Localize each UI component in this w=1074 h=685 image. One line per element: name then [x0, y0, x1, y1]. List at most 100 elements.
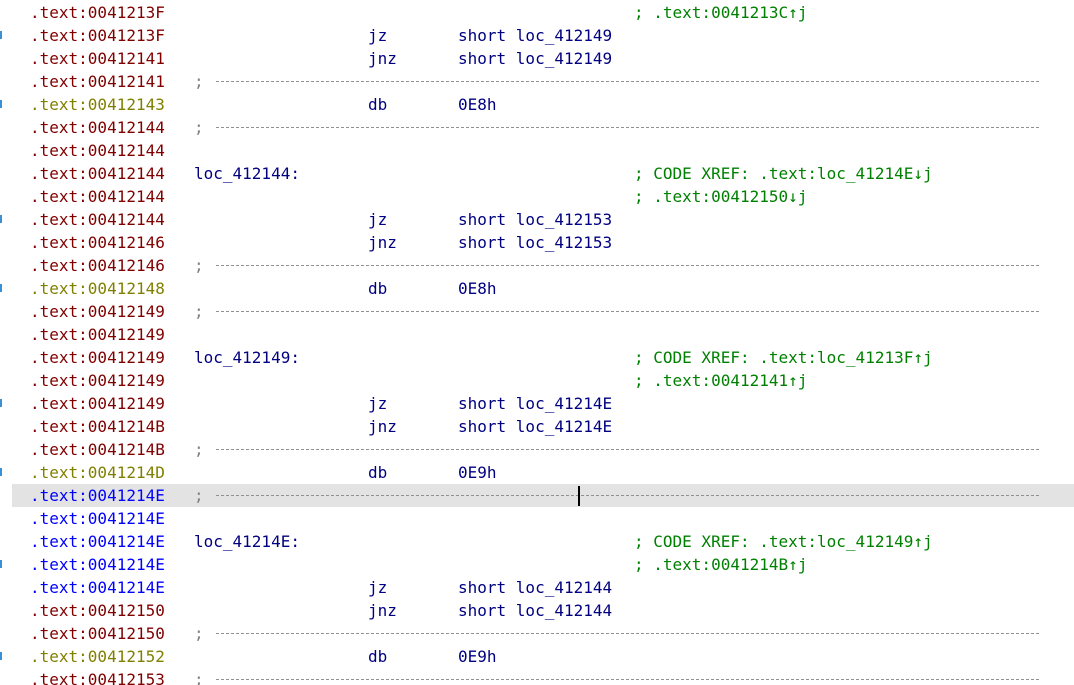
- address[interactable]: .text:00412144: [30, 164, 165, 183]
- listing-line[interactable]: .text:00412149 jz short loc_41214E: [12, 392, 1074, 415]
- address[interactable]: .text:00412143: [30, 95, 165, 114]
- instruction-operand[interactable]: short loc_412153: [458, 233, 613, 252]
- listing-line[interactable]: .text:00412149 loc_412149: ; CODE XREF: .t…: [12, 346, 1074, 369]
- xref-comment[interactable]: ; .text:0041214B↑j: [634, 555, 808, 574]
- address[interactable]: .text:00412149: [30, 325, 165, 344]
- instruction-mnemonic[interactable]: db: [368, 463, 388, 482]
- address[interactable]: .text:00412153: [30, 670, 165, 685]
- listing-line[interactable]: .text:0041214E ; .text:0041214B↑j: [12, 553, 1074, 576]
- code-label[interactable]: loc_41214E:: [194, 532, 300, 551]
- listing-line[interactable]: .text:00412144 jz short loc_412153: [12, 208, 1074, 231]
- instruction-operand[interactable]: short loc_41214E: [458, 394, 613, 413]
- address[interactable]: .text:0041214E: [30, 486, 165, 505]
- xref-comment[interactable]: ; .text:0041213C↑j: [634, 3, 808, 22]
- address[interactable]: .text:0041214B: [30, 417, 165, 436]
- xref-comment[interactable]: ; CODE XREF: .text:loc_41213F↑j: [634, 348, 933, 367]
- address[interactable]: .text:00412148: [30, 279, 165, 298]
- listing-line[interactable]: .text:00412150;: [12, 622, 1074, 645]
- address[interactable]: .text:00412146: [30, 233, 165, 252]
- listing-line[interactable]: .text:00412144;: [12, 116, 1074, 139]
- address[interactable]: .text:0041214E: [30, 532, 165, 551]
- listing-line[interactable]: .text:0041213F ; .text:0041213C↑j: [12, 1, 1074, 24]
- instruction-operand[interactable]: 0E8h: [458, 95, 497, 114]
- address[interactable]: .text:0041214D: [30, 463, 165, 482]
- instruction-mnemonic[interactable]: jz: [368, 578, 388, 597]
- listing-line[interactable]: .text:00412143 db 0E8h: [12, 93, 1074, 116]
- address[interactable]: .text:0041214E: [30, 509, 165, 528]
- listing-line[interactable]: .text:0041213F jz short loc_412149: [12, 24, 1074, 47]
- xref-comment[interactable]: ; CODE XREF: .text:loc_412149↑j: [634, 532, 933, 551]
- address[interactable]: .text:0041213F: [30, 26, 165, 45]
- separator-semicolon: ;: [194, 302, 204, 321]
- instruction-mnemonic[interactable]: jz: [368, 394, 388, 413]
- address[interactable]: .text:00412141: [30, 72, 165, 91]
- listing-line[interactable]: .text:0041214B jnz short loc_41214E: [12, 415, 1074, 438]
- listing-line[interactable]: .text:00412149 ; .text:00412141↑j: [12, 369, 1074, 392]
- listing-line[interactable]: .text:00412146;: [12, 254, 1074, 277]
- address[interactable]: .text:00412144: [30, 210, 165, 229]
- instruction-mnemonic[interactable]: jnz: [368, 601, 397, 620]
- instruction-mnemonic[interactable]: jnz: [368, 417, 397, 436]
- address[interactable]: .text:00412146: [30, 256, 165, 275]
- instruction-operand[interactable]: 0E8h: [458, 279, 497, 298]
- address[interactable]: .text:00412150: [30, 601, 165, 620]
- listing-line[interactable]: .text:00412144 ; .text:00412150↓j: [12, 185, 1074, 208]
- instruction-operand[interactable]: 0E9h: [458, 647, 497, 666]
- address[interactable]: .text:00412149: [30, 394, 165, 413]
- instruction-operand[interactable]: short loc_412144: [458, 601, 613, 620]
- listing-line[interactable]: .text:00412149: [12, 323, 1074, 346]
- address[interactable]: .text:00412144: [30, 141, 165, 160]
- listing-line[interactable]: .text:00412150 jnz short loc_412144: [12, 599, 1074, 622]
- instruction-mnemonic[interactable]: db: [368, 647, 388, 666]
- listing-line[interactable]: .text:00412146 jnz short loc_412153: [12, 231, 1074, 254]
- address[interactable]: .text:00412149: [30, 371, 165, 390]
- instruction-mnemonic[interactable]: jz: [368, 26, 388, 45]
- address[interactable]: .text:0041214E: [30, 555, 165, 574]
- code-label[interactable]: loc_412149:: [194, 348, 300, 367]
- separator-semicolon: ;: [194, 440, 204, 459]
- xref-comment[interactable]: ; .text:00412150↓j: [634, 187, 808, 206]
- code-label[interactable]: loc_412144:: [194, 164, 300, 183]
- address[interactable]: .text:0041213F: [30, 3, 165, 22]
- listing-line[interactable]: .text:0041214D db 0E9h: [12, 461, 1074, 484]
- listing-line[interactable]: .text:00412144 loc_412144: ; CODE XREF: .t…: [12, 162, 1074, 185]
- instruction-operand[interactable]: short loc_412149: [458, 49, 613, 68]
- address[interactable]: .text:00412141: [30, 49, 165, 68]
- xref-comment[interactable]: ; .text:00412141↑j: [634, 371, 808, 390]
- instruction-operand[interactable]: short loc_412153: [458, 210, 613, 229]
- instruction-mnemonic[interactable]: db: [368, 279, 388, 298]
- listing-line[interactable]: .text:00412148 db 0E8h: [12, 277, 1074, 300]
- instruction-operand[interactable]: short loc_412144: [458, 578, 613, 597]
- listing-line[interactable]: .text:00412141 jnz short loc_412149: [12, 47, 1074, 70]
- listing-line[interactable]: .text:0041214E loc_41214E: ; CODE XREF: .t…: [12, 530, 1074, 553]
- address[interactable]: .text:0041214E: [30, 578, 165, 597]
- instruction-operand[interactable]: short loc_412149: [458, 26, 613, 45]
- xref-comment[interactable]: ; CODE XREF: .text:loc_41214E↓j: [634, 164, 933, 183]
- instruction-mnemonic[interactable]: db: [368, 95, 388, 114]
- address[interactable]: .text:00412149: [30, 302, 165, 321]
- listing-line[interactable]: .text:0041214E: [12, 507, 1074, 530]
- listing-line[interactable]: .text:00412141;: [12, 70, 1074, 93]
- selected-line[interactable]: .text:0041214E;: [12, 484, 1074, 507]
- instruction-operand[interactable]: short loc_41214E: [458, 417, 613, 436]
- address[interactable]: .text:00412144: [30, 187, 165, 206]
- address[interactable]: .text:00412144: [30, 118, 165, 137]
- listing-line[interactable]: .text:00412144: [12, 139, 1074, 162]
- separator-semicolon: ;: [194, 72, 204, 91]
- instruction-operand[interactable]: 0E9h: [458, 463, 497, 482]
- listing-line[interactable]: .text:00412153;: [12, 668, 1074, 685]
- address[interactable]: .text:00412150: [30, 624, 165, 643]
- separator-semicolon: ;: [194, 624, 204, 643]
- address[interactable]: .text:0041214B: [30, 440, 165, 459]
- instruction-mnemonic[interactable]: jz: [368, 210, 388, 229]
- instruction-mnemonic[interactable]: jnz: [368, 49, 397, 68]
- listing-line[interactable]: .text:00412152 db 0E9h: [12, 645, 1074, 668]
- gutter-arrow-marker: [0, 284, 2, 292]
- listing-line[interactable]: .text:00412149;: [12, 300, 1074, 323]
- instruction-mnemonic[interactable]: jnz: [368, 233, 397, 252]
- address[interactable]: .text:00412152: [30, 647, 165, 666]
- address[interactable]: .text:00412149: [30, 348, 165, 367]
- listing-line[interactable]: .text:0041214E jz short loc_412144: [12, 576, 1074, 599]
- listing-line[interactable]: .text:0041214B;: [12, 438, 1074, 461]
